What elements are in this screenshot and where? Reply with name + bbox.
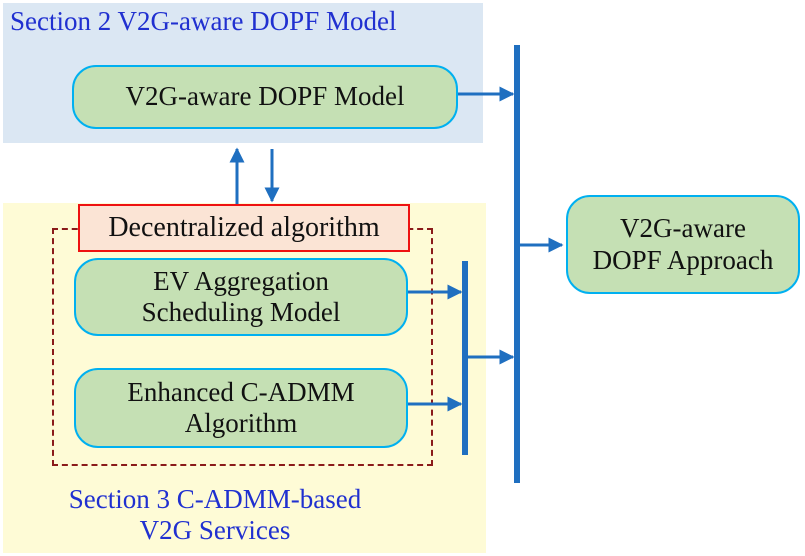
c-admm-label-line2: Algorithm xyxy=(184,408,298,438)
ev-aggregation-label-line2: Scheduling Model xyxy=(141,297,341,327)
v2g-dopf-model-node: V2G-aware DOPF Model xyxy=(72,65,458,129)
v2g-dopf-model-label: V2G-aware DOPF Model xyxy=(125,81,405,112)
ev-aggregation-node: EV Aggregation Scheduling Model xyxy=(74,258,408,336)
v2g-dopf-approach-node: V2G-aware DOPF Approach xyxy=(566,195,800,294)
section3-title-line1: Section 3 C-ADMM-based xyxy=(68,484,362,514)
c-admm-label-line1: Enhanced C-ADMM xyxy=(127,376,355,407)
ev-aggregation-label-line1: EV Aggregation xyxy=(153,265,329,296)
decentralized-algorithm-label: Decentralized algorithm xyxy=(78,204,410,252)
section2-title: Section 2 V2G-aware DOPF Model xyxy=(10,6,397,36)
enhanced-c-admm-node: Enhanced C-ADMM Algorithm xyxy=(74,368,408,448)
section3-title: Section 3 C-ADMM-based V2G Services xyxy=(30,484,400,546)
dopf-approach-label-line2: DOPF Approach xyxy=(592,244,774,275)
section3-title-line2: V2G Services xyxy=(139,515,291,546)
dopf-approach-label-line1: V2G-aware xyxy=(620,213,746,244)
